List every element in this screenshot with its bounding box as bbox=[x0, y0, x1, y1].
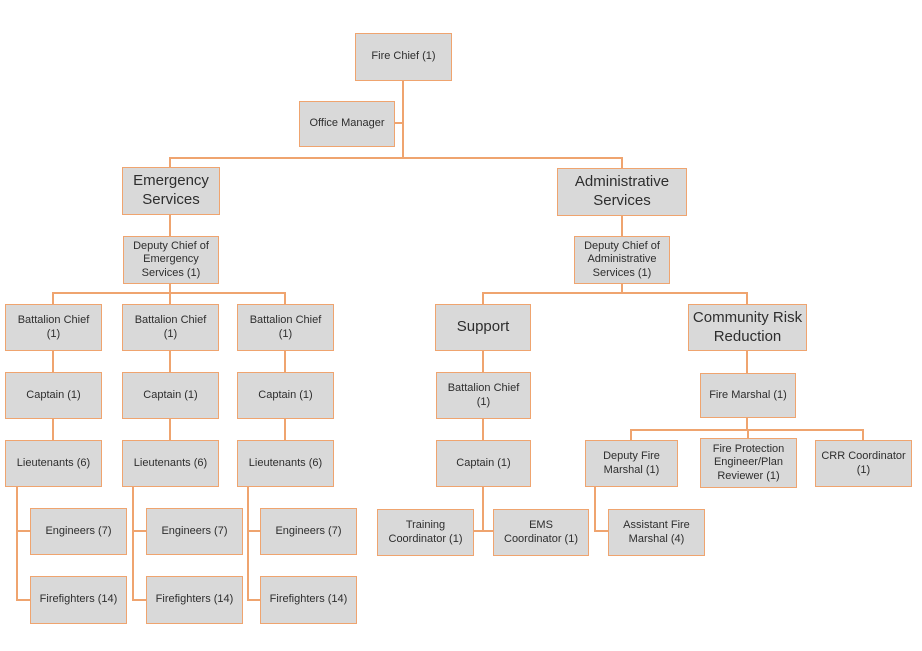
org-connector-line bbox=[621, 284, 623, 294]
node-captain-1: Captain (1) bbox=[5, 372, 102, 419]
node-firefighters-2: Firefighters (14) bbox=[146, 576, 243, 624]
node-crr-coordinator: CRR Coordinator (1) bbox=[815, 440, 912, 487]
org-connector-line bbox=[402, 80, 404, 158]
org-connector-line bbox=[621, 157, 623, 169]
org-connector-line bbox=[746, 292, 748, 305]
org-connector-line bbox=[747, 429, 749, 439]
org-connector-line bbox=[247, 487, 249, 601]
org-connector-line bbox=[482, 419, 484, 440]
node-office-manager: Office Manager bbox=[299, 101, 395, 147]
node-engineers-2: Engineers (7) bbox=[146, 508, 243, 555]
org-connector-line bbox=[132, 530, 147, 532]
org-connector-line bbox=[482, 292, 484, 305]
node-fire-chief: Fire Chief (1) bbox=[355, 33, 452, 81]
org-connector-line bbox=[284, 292, 286, 305]
org-connector-line bbox=[132, 599, 147, 601]
org-connector-line bbox=[594, 487, 596, 532]
node-battalion-chief-2: Battalion Chief (1) bbox=[122, 304, 219, 351]
org-connector-line bbox=[594, 530, 609, 532]
node-firefighters-3: Firefighters (14) bbox=[260, 576, 357, 624]
org-connector-line bbox=[284, 351, 286, 372]
org-connector-line bbox=[169, 157, 623, 159]
node-lieutenants-2: Lieutenants (6) bbox=[122, 440, 219, 487]
org-connector-line bbox=[169, 283, 171, 294]
org-connector-line bbox=[52, 351, 54, 372]
org-connector-line bbox=[284, 419, 286, 440]
node-support-battalion-chief: Battalion Chief (1) bbox=[436, 372, 531, 419]
node-training-coordinator: Training Coordinator (1) bbox=[377, 509, 474, 556]
org-connector-line bbox=[169, 419, 171, 440]
node-fire-marshal: Fire Marshal (1) bbox=[700, 373, 796, 418]
org-connector-line bbox=[630, 429, 632, 441]
node-emergency-services: Emergency Services bbox=[122, 167, 220, 215]
node-support: Support bbox=[435, 304, 531, 351]
node-deputy-chief-emergency-services: Deputy Chief of Emergency Services (1) bbox=[123, 236, 219, 284]
node-engineers-3: Engineers (7) bbox=[260, 508, 357, 555]
org-connector-line bbox=[16, 530, 31, 532]
node-engineers-1: Engineers (7) bbox=[30, 508, 127, 555]
org-connector-line bbox=[169, 292, 171, 305]
org-connector-line bbox=[132, 487, 134, 601]
node-battalion-chief-1: Battalion Chief (1) bbox=[5, 304, 102, 351]
org-connector-line bbox=[247, 599, 261, 601]
node-community-risk-reduction: Community Risk Reduction bbox=[688, 304, 807, 351]
org-connector-line bbox=[247, 530, 261, 532]
org-connector-line bbox=[482, 292, 748, 294]
node-lieutenants-1: Lieutenants (6) bbox=[5, 440, 102, 487]
org-connector-line bbox=[16, 599, 31, 601]
org-connector-line bbox=[746, 351, 748, 373]
node-battalion-chief-3: Battalion Chief (1) bbox=[237, 304, 334, 351]
node-assistant-fire-marshal: Assistant Fire Marshal (4) bbox=[608, 509, 705, 556]
org-connector-line bbox=[169, 351, 171, 372]
org-connector-line bbox=[746, 418, 748, 431]
node-captain-2: Captain (1) bbox=[122, 372, 219, 419]
node-fire-protection-engineer: Fire Protection Engineer/Plan Reviewer (… bbox=[700, 438, 797, 488]
org-connector-line bbox=[621, 216, 623, 236]
org-connector-line bbox=[482, 351, 484, 372]
node-administrative-services: Administrative Services bbox=[557, 168, 687, 216]
node-firefighters-1: Firefighters (14) bbox=[30, 576, 127, 624]
node-captain-3: Captain (1) bbox=[237, 372, 334, 419]
node-deputy-fire-marshal: Deputy Fire Marshal (1) bbox=[585, 440, 678, 487]
org-connector-line bbox=[395, 122, 403, 124]
node-lieutenants-3: Lieutenants (6) bbox=[237, 440, 334, 487]
org-connector-line bbox=[482, 487, 484, 532]
node-support-captain: Captain (1) bbox=[436, 440, 531, 487]
org-connector-line bbox=[52, 419, 54, 440]
org-connector-line bbox=[169, 215, 171, 236]
org-connector-line bbox=[473, 530, 494, 532]
node-deputy-chief-administrative-services: Deputy Chief of Administrative Services … bbox=[574, 236, 670, 284]
org-connector-line bbox=[169, 157, 171, 168]
org-connector-line bbox=[862, 429, 864, 441]
node-ems-coordinator: EMS Coordinator (1) bbox=[493, 509, 589, 556]
org-connector-line bbox=[16, 487, 18, 601]
org-connector-line bbox=[52, 292, 54, 305]
